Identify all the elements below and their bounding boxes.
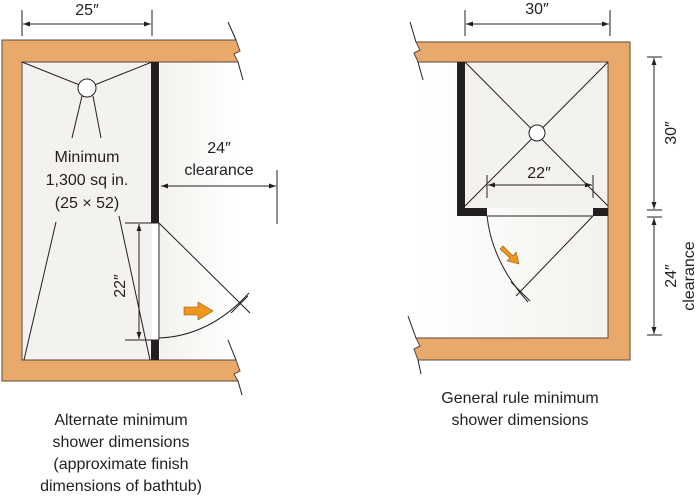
area-label-line1: Minimum bbox=[55, 149, 120, 166]
floor-slope-lines bbox=[71, 95, 102, 139]
door-width-label: 22″ bbox=[527, 165, 551, 182]
shower-floor bbox=[22, 62, 152, 360]
caption-line3: (approximate finish bbox=[53, 456, 188, 473]
door-leaf bbox=[515, 215, 594, 297]
clearance-word: clearance bbox=[184, 162, 253, 179]
wall-break-line-top bbox=[409, 21, 424, 81]
wall-break-line-bottom bbox=[227, 339, 243, 396]
floor-slope-lines bbox=[23, 215, 151, 361]
door-direction-arrow-icon bbox=[499, 245, 520, 265]
door-direction-arrow-icon bbox=[183, 301, 214, 321]
door-width-label: 22″ bbox=[112, 274, 129, 298]
door-swing-mark bbox=[230, 295, 249, 314]
partition-wall bbox=[151, 62, 159, 223]
alternate-shower-plan: 25″ Minimum 1,300 sq in. (25 × 52) 24″ c… bbox=[1, 2, 278, 495]
caption-line1: General rule minimum bbox=[441, 390, 598, 407]
depth-label: 30″ bbox=[663, 121, 680, 145]
door-swing-mark bbox=[510, 281, 531, 302]
door-swing-arc bbox=[486, 215, 529, 303]
drain-icon bbox=[528, 124, 546, 142]
wall-break-line-top bbox=[227, 21, 244, 81]
clearance-value: 24″ bbox=[663, 264, 680, 288]
clearance-word: clearance bbox=[681, 241, 697, 310]
caption-line2: shower dimensions bbox=[53, 434, 190, 451]
clearance-value: 24″ bbox=[207, 140, 231, 157]
caption-line1: Alternate minimum bbox=[54, 412, 187, 429]
door-leaf bbox=[158, 222, 251, 314]
width-label: 30″ bbox=[525, 1, 549, 18]
caption-line4: dimensions of bathtub) bbox=[40, 478, 202, 495]
partition-wall bbox=[457, 62, 465, 216]
area-label-line2: 1,300 sq in. bbox=[46, 172, 129, 189]
door-swing-arc bbox=[158, 292, 250, 339]
partition-wall bbox=[151, 340, 159, 360]
partition-wall bbox=[593, 208, 608, 216]
area-label-line3: (25 × 52) bbox=[55, 195, 119, 212]
caption-line2: shower dimensions bbox=[452, 412, 589, 429]
partition-wall bbox=[457, 208, 487, 216]
general-shower-plan: 22″ 30″ 30″ 24″ clearance General rule m… bbox=[407, 1, 697, 429]
wall-break-line-bottom bbox=[407, 315, 422, 375]
drain-icon bbox=[77, 78, 97, 98]
width-label: 25″ bbox=[75, 2, 99, 19]
